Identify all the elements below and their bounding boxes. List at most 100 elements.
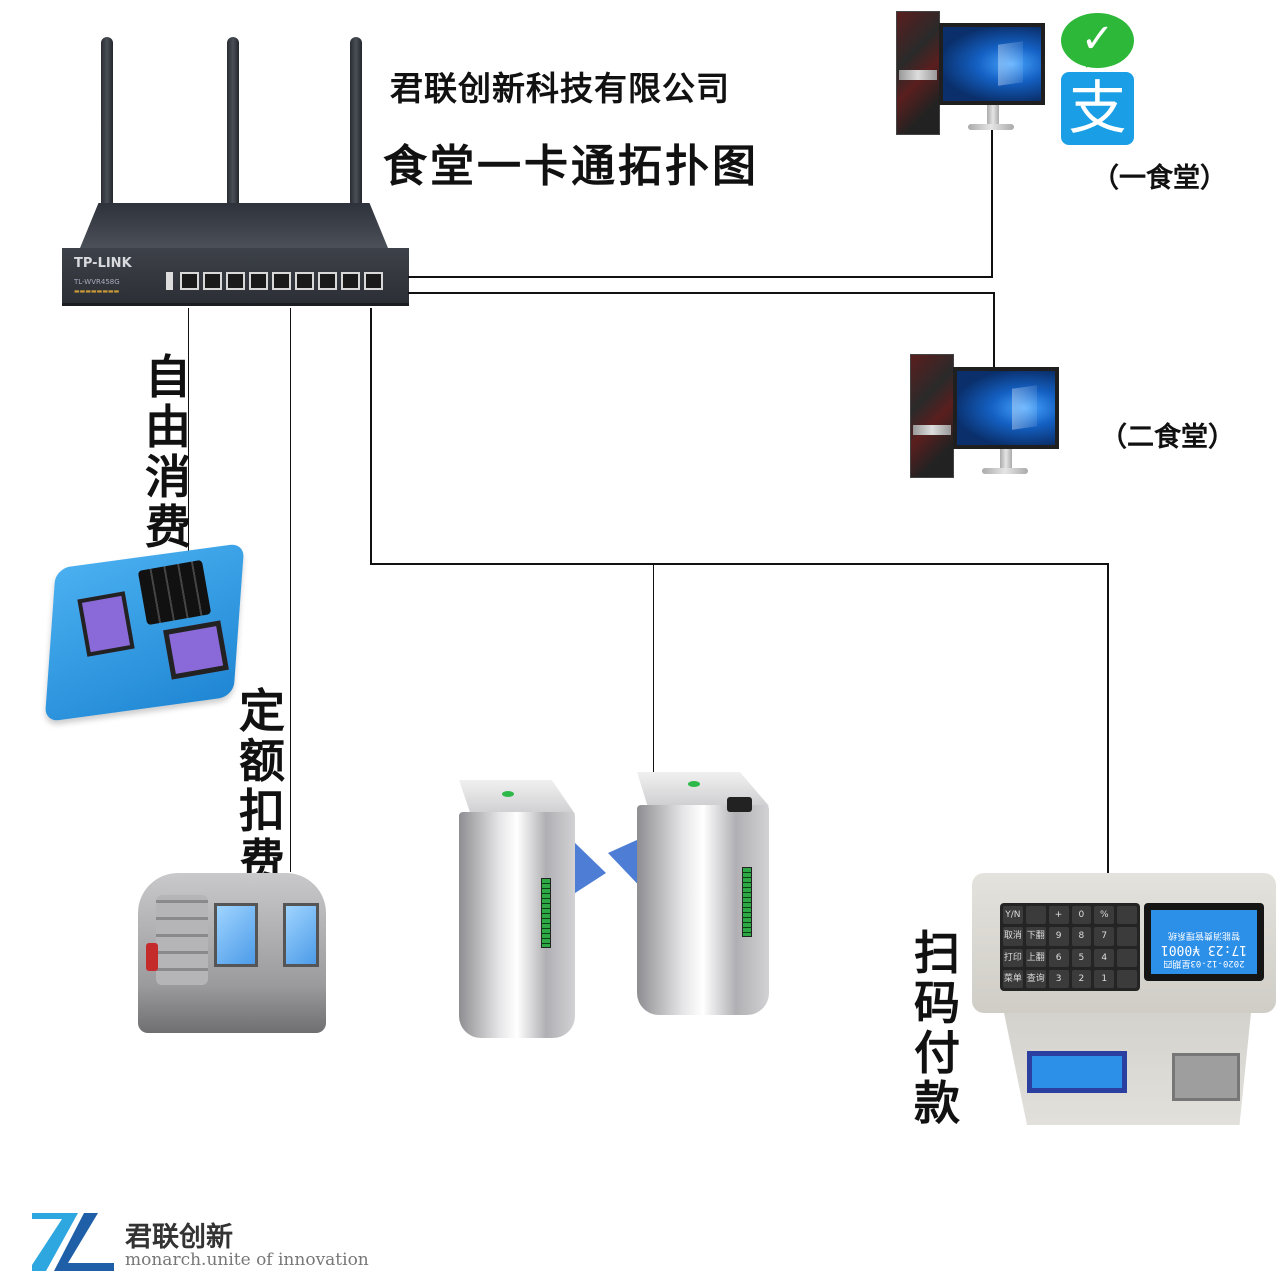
- ethernet-port-icon: [295, 272, 314, 290]
- terminal-keypad: [156, 895, 208, 985]
- key: 打印: [1003, 948, 1023, 967]
- label-char: 由: [145, 400, 191, 454]
- usb-port-icon: [166, 272, 173, 290]
- scan-payment-label: 扫 码 付 款: [912, 928, 962, 1128]
- canteen1-label: （一食堂）: [1092, 163, 1227, 194]
- pc-tower-icon: [896, 11, 940, 135]
- pc-tower-icon: [910, 354, 954, 478]
- monitor-icon: [953, 367, 1059, 449]
- key: 7: [1094, 927, 1115, 946]
- terminal-screen: [283, 903, 319, 967]
- key: 上翻: [1025, 948, 1046, 967]
- key: %: [1094, 906, 1115, 925]
- antenna-icon: [350, 37, 362, 207]
- gate-top: [459, 780, 575, 814]
- gate-led-strip: [541, 878, 551, 948]
- label-char: 费: [145, 500, 191, 554]
- link-router-fixed-deduction: [290, 308, 291, 872]
- diagram-title: 食堂一卡通拓扑图: [383, 141, 759, 192]
- antenna-icon: [101, 37, 113, 207]
- terminal-screen: 2020-12-03星期四 17:23 ¥0001 智能消费管理系统: [1144, 903, 1264, 981]
- link-router-bus-v: [370, 308, 372, 564]
- link-router-canteen2-v: [993, 292, 995, 372]
- monitor-base: [982, 468, 1028, 474]
- key: [1117, 948, 1137, 967]
- screen-line: 2020-12-03星期四: [1163, 958, 1245, 968]
- ethernet-port-icon: [272, 272, 291, 290]
- wechat-pay-icon: ✓: [1061, 13, 1134, 68]
- key: 2: [1071, 969, 1092, 988]
- terminal-screen: [77, 591, 135, 657]
- key: Y/N: [1003, 906, 1023, 925]
- router-model: TL-WVR458G: [74, 278, 120, 286]
- link-bus-gate: [653, 563, 654, 773]
- ethernet-port-icon: [203, 272, 222, 290]
- label-char: 定: [239, 684, 285, 738]
- ethernet-ports: [180, 272, 383, 290]
- ethernet-port-icon: [318, 272, 337, 290]
- key: 下翻: [1025, 927, 1046, 946]
- key: 0: [1071, 906, 1092, 925]
- logo-chinese-name: 君联创新: [125, 1222, 233, 1253]
- alipay-icon: 支: [1061, 72, 1134, 145]
- key: [1117, 927, 1137, 946]
- link-bus-h: [370, 563, 1109, 565]
- label-char: 自: [145, 350, 191, 404]
- label-char: 扫: [914, 926, 960, 980]
- router-front-panel: TP-LINK TL-WVR458G ▬▬▬▬▬▬▬▬: [62, 248, 409, 306]
- key: [1025, 906, 1046, 925]
- gate-pillar-left: [459, 812, 575, 1038]
- router-top-panel: [80, 203, 388, 248]
- label-char: 扣: [239, 784, 285, 838]
- label-char: 消: [145, 450, 191, 504]
- screen-line: 17:23 ¥0001: [1160, 942, 1248, 957]
- blue-payment-terminal-icon: [44, 542, 245, 723]
- key: +: [1048, 906, 1069, 925]
- key: 8: [1071, 927, 1092, 946]
- link-router-canteen1-h: [408, 276, 993, 278]
- key: 取消: [1003, 927, 1023, 946]
- silver-payment-terminal-icon: [138, 873, 326, 1033]
- ethernet-port-icon: [226, 272, 245, 290]
- terminal-keypad: [137, 559, 212, 626]
- key: 5: [1071, 948, 1092, 967]
- label-char: 款: [914, 1076, 960, 1130]
- key: 查询: [1025, 969, 1046, 988]
- ethernet-port-icon: [341, 272, 360, 290]
- monitor-stand: [987, 105, 999, 125]
- link-router-canteen2-h: [408, 292, 995, 294]
- link-router-free-consumption: [188, 308, 189, 558]
- qr-scanner-window: [1172, 1053, 1240, 1101]
- screen-line: 智能消费管理系统: [1168, 930, 1241, 940]
- gate-led-strip: [742, 867, 752, 937]
- company-name: 君联创新科技有限公司: [390, 69, 730, 108]
- router-brand: TP-LINK: [74, 256, 132, 271]
- fixed-deduction-label: 定 额 扣 费: [237, 686, 287, 886]
- logo-english-name: monarch.unite of innovation: [125, 1250, 369, 1270]
- scan-payment-terminal-icon: Y/N + 0 % 取消 下翻 9 8 7 打印 上翻 6 5 4 菜单 查询 …: [972, 873, 1276, 1125]
- gate-reader: [727, 797, 752, 812]
- terminal-screen: [214, 903, 258, 967]
- terminal-indicator: [146, 943, 158, 971]
- ethernet-port-icon: [180, 272, 199, 290]
- key: 1: [1094, 969, 1115, 988]
- key: 9: [1048, 927, 1069, 946]
- ethernet-port-icon: [364, 272, 383, 290]
- key: 6: [1048, 948, 1069, 967]
- company-logo-icon: [32, 1213, 114, 1271]
- canteen2-label: （二食堂）: [1100, 422, 1235, 453]
- key: 3: [1048, 969, 1069, 988]
- gate-flap: [572, 840, 606, 895]
- key: [1117, 969, 1137, 988]
- key: 菜单: [1003, 969, 1023, 988]
- antenna-icon: [227, 37, 239, 207]
- terminal-keypad: Y/N + 0 % 取消 下翻 9 8 7 打印 上翻 6 5 4 菜单 查询 …: [1000, 903, 1140, 991]
- monitor-stand: [1000, 449, 1012, 469]
- terminal-customer-screen: [1027, 1051, 1127, 1093]
- gate-indicator: [502, 791, 514, 797]
- link-bus-scan-terminal: [1107, 563, 1109, 891]
- free-consumption-label: 自 由 消 费: [143, 352, 193, 552]
- label-char: 额: [239, 734, 285, 788]
- terminal-screen: [163, 620, 229, 680]
- ethernet-port-icon: [249, 272, 268, 290]
